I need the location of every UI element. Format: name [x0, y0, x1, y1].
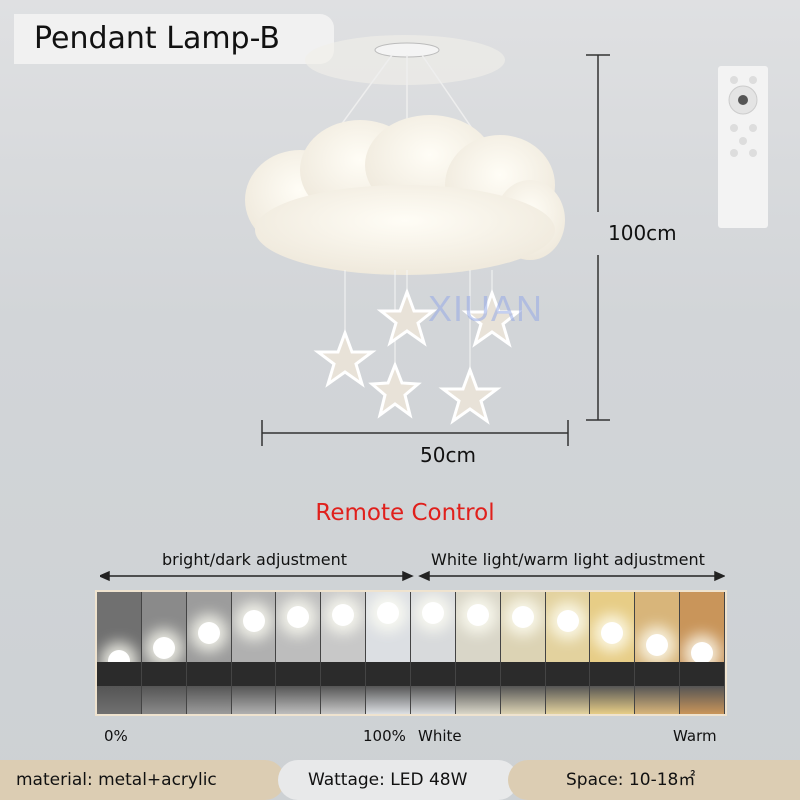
adjustment-arrows	[100, 570, 725, 582]
light-level-panel	[186, 592, 232, 714]
horizon	[141, 662, 186, 686]
light-glow	[511, 606, 534, 628]
water-reflection	[545, 686, 590, 714]
height-dimension: 100cm	[608, 221, 677, 245]
water-reflection	[500, 686, 545, 714]
star-icon	[461, 288, 523, 348]
light-level-panel	[455, 592, 501, 714]
light-level-panel	[500, 592, 546, 714]
lamp-illustration	[245, 35, 768, 446]
horizon	[590, 662, 635, 686]
light-level-panel	[545, 592, 591, 714]
product-title: Pendant Lamp-B	[14, 14, 334, 64]
wattage-spec: Wattage: LED 48W	[278, 760, 518, 800]
dimension-lines	[261, 54, 610, 446]
star-icon	[376, 287, 438, 347]
light-level-panel	[411, 592, 456, 714]
light-level-panel	[97, 592, 142, 714]
light-level-panel	[590, 592, 636, 714]
max-brightness-label: 100%	[363, 727, 406, 745]
light-level-panel	[635, 592, 681, 714]
color-temp-adjust-label: White light/warm light adjustment	[431, 550, 705, 569]
light-level-panel	[141, 592, 187, 714]
ceiling-canopy	[374, 42, 440, 58]
star-icon	[368, 360, 422, 419]
light-level-panel	[366, 592, 412, 714]
light-level-panel	[231, 592, 277, 714]
light-level-panel	[680, 592, 726, 714]
water-reflection	[680, 686, 725, 714]
water-reflection	[276, 686, 321, 714]
light-glow	[332, 604, 355, 626]
water-reflection	[321, 686, 366, 714]
width-dimension: 50cm	[420, 443, 476, 467]
horizon	[321, 662, 366, 686]
horizon	[545, 662, 590, 686]
star-wires	[344, 270, 493, 370]
horizon	[411, 662, 455, 686]
star-pendants	[313, 287, 523, 425]
horizon	[635, 662, 680, 686]
water-reflection	[141, 686, 186, 714]
water-reflection	[97, 686, 141, 714]
water-reflection	[231, 686, 276, 714]
light-glow	[691, 642, 714, 664]
star-icon	[438, 365, 502, 425]
remote-control-image	[718, 66, 768, 228]
light-glow	[466, 604, 489, 626]
light-level-strip	[95, 590, 727, 716]
remote-control-heading: Remote Control	[315, 500, 495, 526]
water-reflection	[411, 686, 455, 714]
water-reflection	[366, 686, 411, 714]
light-glow	[556, 610, 579, 632]
horizon	[97, 662, 141, 686]
warm-light-label: Warm	[673, 727, 717, 745]
horizon	[455, 662, 500, 686]
water-reflection	[590, 686, 635, 714]
horizon	[366, 662, 411, 686]
light-glow	[287, 606, 310, 628]
water-reflection	[455, 686, 500, 714]
min-brightness-label: 0%	[104, 727, 128, 745]
horizon	[500, 662, 545, 686]
cloud-shade	[245, 115, 565, 275]
watermark: XIUAN	[428, 288, 544, 329]
space-spec: Space: 10-18㎡	[508, 760, 800, 800]
brightness-adjust-label: bright/dark adjustment	[162, 550, 348, 569]
water-reflection	[635, 686, 680, 714]
water-reflection	[186, 686, 231, 714]
horizon	[680, 662, 725, 686]
star-icon	[313, 328, 377, 388]
horizon	[186, 662, 231, 686]
material-spec: material: metal+acrylic	[0, 760, 285, 800]
horizon	[276, 662, 321, 686]
light-glow	[197, 622, 220, 644]
light-glow	[242, 610, 265, 632]
horizon	[231, 662, 276, 686]
white-light-label: White	[418, 727, 462, 745]
light-glow	[421, 602, 444, 624]
light-glow	[601, 622, 624, 644]
light-level-panel	[276, 592, 322, 714]
light-glow	[377, 602, 400, 624]
light-glow	[152, 637, 175, 659]
light-glow	[646, 634, 669, 656]
light-level-panel	[321, 592, 367, 714]
